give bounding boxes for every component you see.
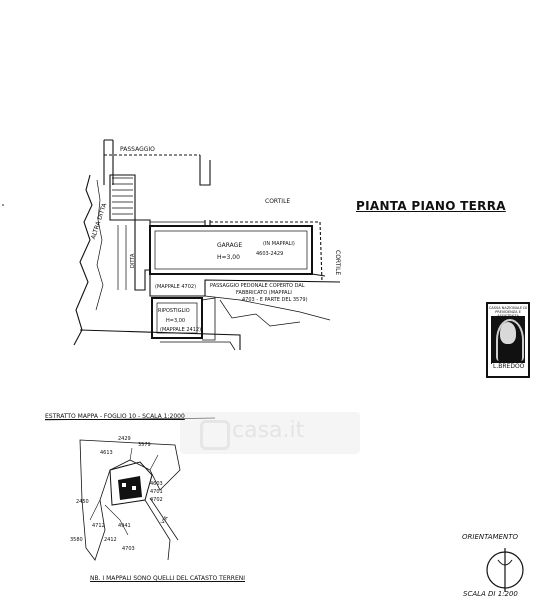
mappale-number: 4603	[150, 481, 163, 487]
cortile-side-label: CORTILE	[334, 250, 341, 276]
passaggio-pedonale-line2: FABBRICATO (MAPPALI	[236, 290, 292, 296]
mappale-number: 3579	[138, 442, 151, 448]
mappale-number: 3580	[70, 537, 83, 543]
mappale-number: 4941	[118, 523, 131, 529]
garage-height: H=3,00	[217, 254, 240, 261]
cortile-top-label: CORTILE	[265, 198, 291, 205]
ripostiglio-room	[151, 297, 203, 339]
mappale-number: 4701	[150, 489, 163, 495]
mappale-number: 4613	[100, 450, 113, 456]
revenue-stamp: CASSA NAZIONALE DI PREVIDENZA E ASSISTEN…	[486, 302, 530, 378]
passaggio-corridor	[103, 139, 114, 185]
garage-mappali-numbers: 4603-2429	[256, 251, 284, 257]
mappale-number: 4702	[150, 497, 163, 503]
estratto-heading: ESTRATTO MAPPA - FOGLIO 10 - SCALA 1:200…	[45, 413, 185, 420]
mappale-number: 2412	[104, 537, 117, 543]
orientation-label: ORIENTAMENTO	[462, 533, 519, 541]
mappale-number: 2450	[76, 499, 89, 505]
mappale-number: 4703	[122, 546, 135, 552]
garage-label: GARAGE	[217, 242, 243, 249]
watermark-text: casa.it	[232, 418, 305, 443]
passaggio-pedonale-line3: 4703 - E PARTE DEL 3579)	[242, 297, 308, 303]
stamp-portrait-icon	[491, 316, 525, 364]
ditta-label: DITTA	[130, 253, 136, 268]
garage-room	[149, 225, 313, 275]
plan-title: PIANTA PIANO TERRA	[356, 199, 506, 213]
ripostiglio-height: H=3,00	[166, 318, 186, 324]
mappale-number: 4712	[92, 523, 105, 529]
ripostiglio-label: RIPOSTIGLIO	[158, 308, 190, 314]
mappale-4702-label: (MAPPALE 4702)	[155, 284, 197, 290]
ripostiglio-mappale: (MAPPALE 2412)	[160, 327, 202, 333]
house-icon	[200, 420, 230, 450]
stamp-value: L.BREDOO	[492, 363, 526, 370]
scale-label: SCALA DI 1:200	[463, 590, 518, 598]
garage-mappali: (IN MAPPALI)	[263, 241, 295, 247]
mappale-number: 2429	[118, 436, 131, 442]
passaggio-label: PASSAGGIO	[120, 146, 155, 153]
estratto-note: NB. I MAPPALI SONO QUELLI DEL CATASTO TE…	[90, 575, 246, 582]
passaggio-pedonale-line1: PASSAGGIO PEDONALE COPERTO DAL	[210, 283, 305, 289]
